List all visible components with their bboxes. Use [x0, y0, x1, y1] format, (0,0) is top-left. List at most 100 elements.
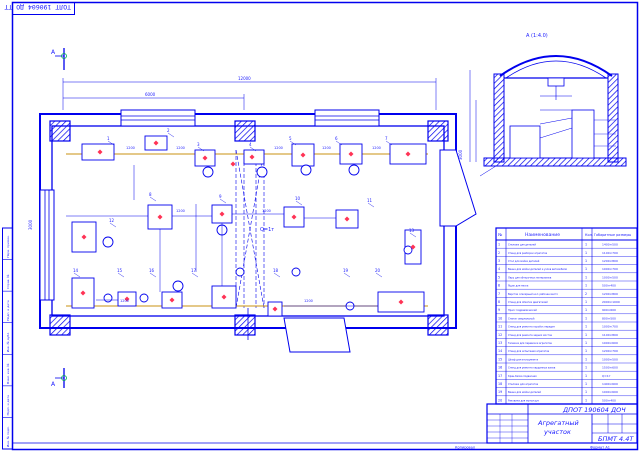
row-dims: 1000×500	[602, 357, 618, 361]
equipment-marker	[124, 296, 130, 302]
row-name: Стенд для ремонта задних мостов	[508, 334, 552, 337]
equipment-marker	[398, 299, 404, 305]
row-dims: Q=1т	[602, 374, 611, 378]
equipment-number: 7	[385, 136, 388, 141]
table-header-qty: Кол.	[585, 233, 593, 237]
equipment-number: 2	[167, 128, 170, 133]
row-num: 1	[498, 243, 500, 247]
row-dims: 1000×700	[602, 325, 618, 329]
window-top-1	[120, 109, 196, 127]
row-qty: 1	[585, 300, 587, 304]
section-view-title: А (1:4.0)	[526, 33, 548, 39]
row-name: Стеллаж для деталей	[508, 244, 536, 247]
equipment-marker	[219, 211, 225, 217]
title-line-1: Агрегатный	[537, 419, 579, 427]
row-name: Станок сверлильный	[508, 317, 535, 320]
equipment-number: 3	[197, 142, 200, 147]
equipment-number: 20	[375, 268, 381, 273]
row-name: Стенд для ремонта коробок передач	[508, 326, 555, 329]
equipment-marker	[344, 216, 350, 222]
equipment-marker	[221, 294, 227, 300]
section-roof	[499, 55, 613, 77]
row-num: 16	[498, 366, 502, 370]
table-header-dims: Габаритные размеры	[594, 233, 632, 237]
row-num: 14	[498, 349, 502, 353]
row-qty: 1	[585, 284, 587, 288]
svg-text:А: А	[51, 49, 56, 56]
floor-plan: 12000 6000	[28, 76, 477, 353]
title-block: ДПОТ 190604 ДОЧ Агрегатный участок БПМТ …	[486, 403, 638, 444]
row-num: 3	[498, 259, 500, 263]
row-dims: 1200×700	[602, 349, 618, 353]
row-num: 2	[498, 251, 500, 255]
row-dims: 800×500	[602, 316, 616, 320]
table-row: 12 Стенд для ремонта задних мостов 1 1100×8…	[498, 333, 618, 337]
row-num: 10	[498, 316, 502, 320]
equipment-number: 19	[343, 268, 349, 273]
row-name: Стенд для разборки агрегатов	[508, 252, 548, 255]
filing-strip-label: Справ. №	[6, 275, 10, 290]
equipment-number: 12	[109, 218, 115, 223]
equipment-marker	[169, 297, 175, 303]
title-doc-code: ДПОТ 190604 ДОЧ	[562, 406, 626, 414]
row-name: Раковина для мытья рук	[508, 399, 540, 402]
row-num: 5	[498, 275, 500, 279]
column-tm	[234, 120, 256, 142]
equipment-middle	[71, 204, 422, 265]
row-qty: 1	[585, 316, 587, 320]
row-qty: 1	[585, 267, 587, 271]
row-qty: 1	[585, 259, 587, 263]
svg-text:12000: 12000	[238, 76, 251, 81]
section-floor	[483, 157, 627, 167]
equipment-marker	[291, 214, 297, 220]
filing-strip-label: Инв. № подл.	[6, 426, 10, 447]
row-name: Стеллаж для агрегатов	[508, 383, 539, 386]
window-left	[39, 189, 55, 301]
equipment-marker	[153, 140, 159, 146]
row-num: 20	[498, 398, 502, 402]
svg-text:6000: 6000	[145, 92, 156, 97]
row-name: Ящик для песка	[508, 285, 529, 288]
equipment-number: 17	[191, 268, 197, 273]
row-name: Ларь для обтирочных материалов	[508, 276, 552, 279]
window-top-2	[314, 109, 380, 127]
filing-strip-label: Перв. примен.	[6, 235, 10, 258]
row-qty: 1	[585, 341, 587, 345]
section-equipment-1	[509, 125, 541, 159]
equipment-marker	[80, 290, 86, 296]
equipment-marker	[300, 152, 306, 158]
row-name: Ванна для мойки деталей	[508, 391, 541, 394]
column-bm	[234, 314, 256, 336]
equipment-number: 18	[273, 268, 279, 273]
equipment-marker	[81, 234, 87, 240]
equipment-number: 4	[249, 142, 252, 147]
column-tl	[49, 120, 71, 142]
row-qty: 1	[585, 333, 587, 337]
equipment-marker	[249, 154, 255, 160]
equipment-number: 14	[73, 268, 79, 273]
filing-strip-label: Взам. инв. №	[6, 363, 10, 383]
row-dims: 1100×800	[602, 333, 618, 337]
title-line-2: участок	[543, 428, 571, 436]
top-stamp: ТОЛТ 190604 ДО ТТ	[4, 3, 71, 11]
row-name: Стенд для ремонта карданных валов	[508, 367, 556, 370]
row-num: 17	[498, 374, 502, 378]
section-equipment-2	[571, 109, 595, 159]
row-num: 13	[498, 341, 502, 345]
column-tr	[427, 120, 449, 142]
small-dimension: 1200	[176, 209, 185, 213]
row-num: 12	[498, 333, 502, 337]
small-dimension: 1200	[176, 146, 185, 150]
small-dimension: 1200	[274, 146, 283, 150]
